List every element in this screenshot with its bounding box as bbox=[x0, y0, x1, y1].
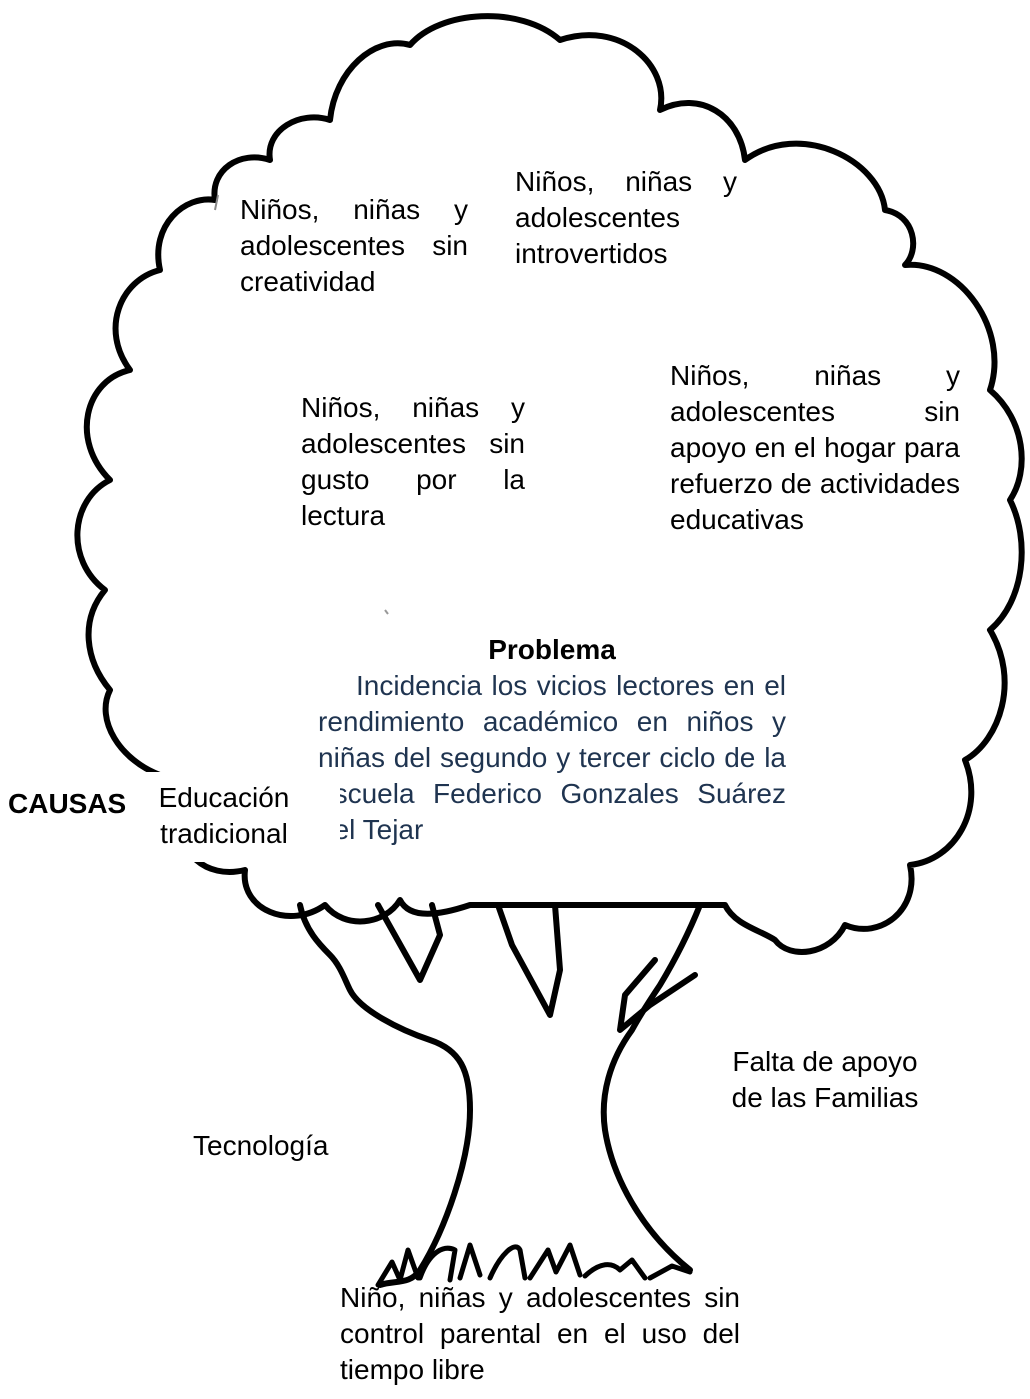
branch-notch-center bbox=[495, 902, 563, 1018]
cause-node: Falta de apoyo de las Familias bbox=[731, 1046, 919, 1113]
canopy-speck bbox=[214, 194, 219, 211]
problem-text: Incidencia los vicios lectores en el ren… bbox=[318, 670, 786, 845]
cause-node: Niño, niñas y adolescentes sin control p… bbox=[340, 1282, 740, 1385]
branch-notch-right bbox=[617, 957, 698, 1033]
cause-node: Tecnología bbox=[193, 1130, 329, 1161]
causas-label: CAUSAS bbox=[8, 788, 127, 819]
cause-label-backdrop bbox=[130, 772, 340, 862]
effect-node: Niños, niñas y adolescentes sin gusto po… bbox=[301, 392, 525, 531]
effect-node: Niños, niñas y adolescentes introvertido… bbox=[515, 166, 737, 269]
grass-roots bbox=[375, 1242, 693, 1288]
cause-node: Educación tradicional bbox=[158, 782, 290, 849]
effect-node: Niños, niñas y adolescentes sin creativi… bbox=[240, 194, 468, 297]
effect-node: Niños, niñas y adolescentes sin apoyo en… bbox=[670, 360, 960, 535]
problem-title: Problema bbox=[488, 634, 616, 665]
trunk-right-outline bbox=[600, 902, 703, 1273]
canopy-speck bbox=[384, 609, 389, 615]
branch-notch-left bbox=[375, 902, 443, 983]
trunk-left-outline bbox=[297, 902, 473, 1288]
problem-box: Problema Incidencia los vicios lectores … bbox=[318, 632, 786, 848]
